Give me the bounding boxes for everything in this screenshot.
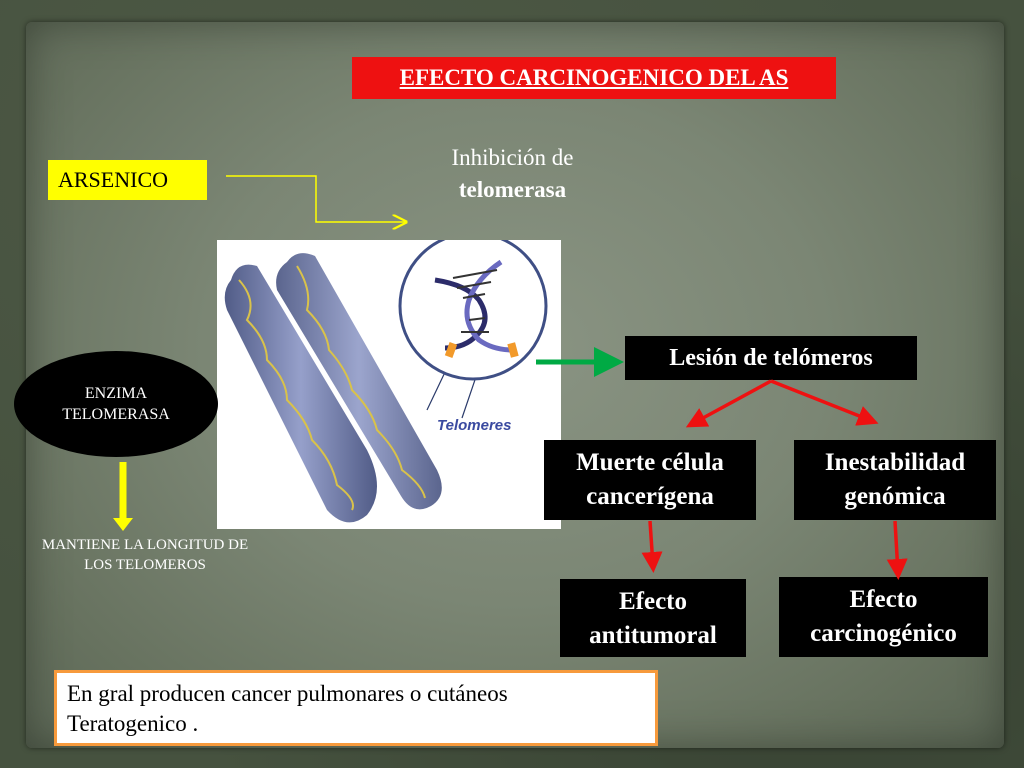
inestabilidad-box: Inestabilidad genómica xyxy=(794,440,996,520)
muerte-celula-box: Muerte célula cancerígena xyxy=(544,440,756,520)
enzima-to-mantiene-arrow-head xyxy=(113,518,133,531)
carcinogenico-line2: carcinogénico xyxy=(810,620,957,647)
inestabilidad-line1: Inestabilidad xyxy=(824,449,966,476)
note-box: En gral producen cancer pulmonares o cut… xyxy=(54,670,658,746)
arsenico-arrow xyxy=(226,175,406,222)
note-line2: Teratogenico . xyxy=(67,711,199,736)
telomeres-label: Telomeres xyxy=(437,417,511,434)
efecto-carcinogenico-box: Efecto carcinogénico xyxy=(779,577,988,657)
inhibicion-line1: Inhibición de xyxy=(451,145,574,170)
chromosome-illustration: Telomeres xyxy=(224,231,548,523)
muerte-line1: Muerte célula xyxy=(576,449,724,476)
enzima-line2: TELOMERASA xyxy=(62,406,170,423)
mantiene-line1: MANTIENE LA LONGITUD DE xyxy=(41,537,249,553)
inhibicion-label: Inhibición de telomerasa xyxy=(405,142,620,206)
slide-title: EFECTO CARCINOGENICO DEL AS xyxy=(352,57,836,99)
zoom-line-left xyxy=(426,367,448,411)
chromatid-left xyxy=(224,264,377,523)
efecto-antitumoral-box: Efecto antitumoral xyxy=(560,579,746,657)
mantiene-label: MANTIENE LA LONGITUD DE LOS TELOMEROS xyxy=(20,535,270,575)
chromosome-image: Telomeres xyxy=(217,231,561,529)
inestabilidad-to-carcinogenico-arrow xyxy=(886,520,908,580)
muerte-to-antitumoral-arrow xyxy=(641,520,663,573)
lesion-to-inestabilidad-arrow xyxy=(770,379,879,426)
lesion-to-muerte-arrow xyxy=(685,379,772,428)
mantiene-line2: LOS TELOMEROS xyxy=(84,557,206,573)
inhibicion-line2: telomerasa xyxy=(458,177,567,202)
lesion-telomeros-box: Lesión de telómeros xyxy=(625,336,917,380)
arsenico-box: ARSENICO xyxy=(48,160,207,200)
muerte-line2: cancerígena xyxy=(586,483,714,510)
enzima-line1: ENZIMA xyxy=(84,385,148,402)
antitumoral-line2: antitumoral xyxy=(589,622,717,649)
note-line1: En gral producen cancer pulmonares o cut… xyxy=(67,681,508,706)
telomere-zoom-circle xyxy=(398,231,548,381)
chromatid-right xyxy=(276,253,442,510)
inestabilidad-line2: genómica xyxy=(844,483,946,510)
antitumoral-line1: Efecto xyxy=(618,588,688,615)
enzima-telomerasa-ellipse: ENZIMA TELOMERASA xyxy=(14,351,218,457)
carcinogenico-line1: Efecto xyxy=(849,586,918,613)
